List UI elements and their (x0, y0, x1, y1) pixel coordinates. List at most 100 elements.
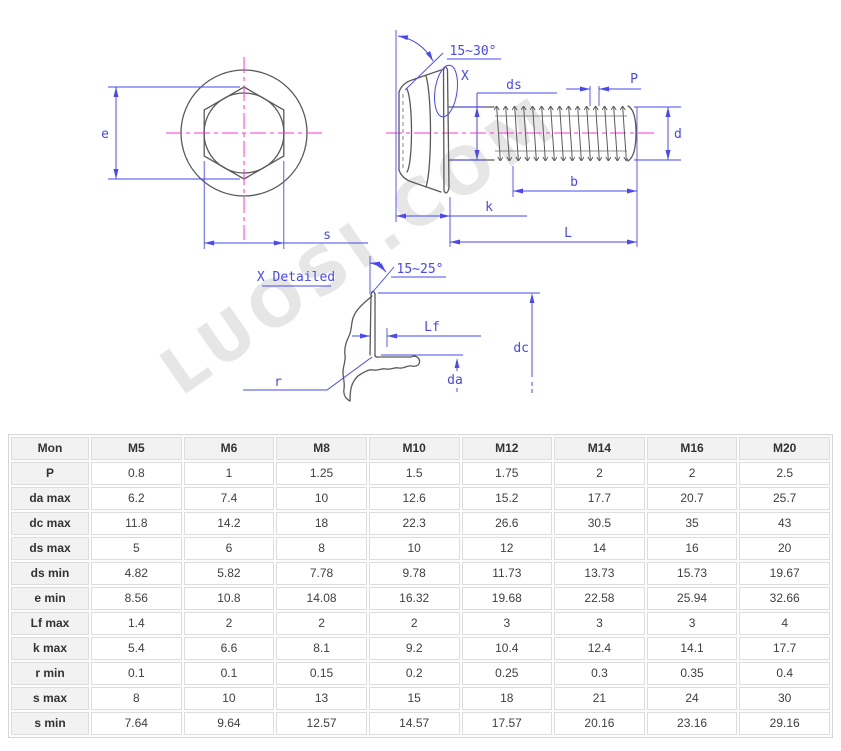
table-cell: 7.4 (183, 487, 275, 510)
table-cell: 20 (739, 537, 830, 560)
table-cell: 12.57 (276, 712, 367, 735)
table-cell: 15.73 (646, 562, 738, 585)
row-label-cell: e min (11, 587, 89, 610)
flange-rim-profile (342, 290, 421, 402)
table-cell: 17.7 (554, 487, 645, 510)
table-cell: 5.82 (183, 562, 275, 585)
table-cell: 16 (646, 537, 738, 560)
table-cell: 0.8 (91, 462, 182, 485)
table-cell: 14.08 (276, 587, 367, 610)
table-cell: 12 (461, 537, 553, 560)
table-cell: 19.67 (739, 562, 830, 585)
dim-label-detail-angle: 15~25° (397, 262, 444, 277)
table-cell: 14.57 (368, 712, 460, 735)
dim-label-b: b (570, 175, 578, 190)
table-cell: 0.1 (183, 662, 275, 685)
table-cell: 14.2 (183, 512, 275, 535)
detail-x-label: X (461, 69, 469, 84)
table-cell: 12.4 (554, 637, 645, 660)
table-cell: 20.7 (646, 487, 738, 510)
dim-label-head-angle: 15~30° (450, 44, 497, 59)
table-cell: 9.2 (368, 637, 460, 660)
table-cell: 8.1 (276, 637, 367, 660)
table-cell: 10.4 (461, 637, 553, 660)
table-cell: 16.32 (368, 587, 460, 610)
table-cell: 17.57 (461, 712, 553, 735)
table-header-cell: M12 (461, 437, 553, 460)
table-cell: 2.5 (739, 462, 830, 485)
table-cell: 6 (183, 537, 275, 560)
row-label-cell: da max (11, 487, 89, 510)
detail-view: X Detailed 15~25° r Lf (243, 256, 540, 402)
table-cell: 43 (739, 512, 830, 535)
table-cell: 0.4 (739, 662, 830, 685)
table-cell: 14.1 (646, 637, 738, 660)
table-cell: 1 (183, 462, 275, 485)
table-cell: 2 (554, 462, 645, 485)
row-label-cell: k max (11, 637, 89, 660)
table-cell: 29.16 (739, 712, 830, 735)
table-cell: 7.64 (91, 712, 182, 735)
table-cell: 30.5 (554, 512, 645, 535)
table-cell: 2 (368, 612, 460, 635)
dim-label-k: k (485, 200, 493, 215)
table-cell: 13.73 (554, 562, 645, 585)
table-cell: 26.6 (461, 512, 553, 535)
detail-title: X Detailed (257, 270, 335, 285)
row-label-cell: P (11, 462, 89, 485)
table-cell: 3 (646, 612, 738, 635)
thread-pattern (494, 106, 628, 161)
row-label-cell: ds max (11, 537, 89, 560)
table-cell: 21 (554, 687, 645, 710)
dim-label-p: P (630, 72, 638, 87)
front-view: e s (101, 57, 368, 249)
table-cell: 2 (276, 612, 367, 635)
dim-label-lf: Lf (424, 320, 440, 335)
table-cell: 8.56 (91, 587, 182, 610)
row-label-cell: r min (11, 662, 89, 685)
table-cell: 0.2 (368, 662, 460, 685)
table-cell: 4 (739, 612, 830, 635)
dim-label-d: d (674, 127, 682, 142)
row-label-cell: Lf max (11, 612, 89, 635)
table-cell: 15 (368, 687, 460, 710)
table-cell: 1.75 (461, 462, 553, 485)
table-cell: 20.16 (554, 712, 645, 735)
row-label-cell: s min (11, 712, 89, 735)
row-label-cell: ds min (11, 562, 89, 585)
table-cell: 2 (646, 462, 738, 485)
table-cell: 0.35 (646, 662, 738, 685)
table-header-cell: M10 (368, 437, 460, 460)
table-cell: 25.7 (739, 487, 830, 510)
table-cell: 24 (646, 687, 738, 710)
table-cell: 9.78 (368, 562, 460, 585)
table-cell: 0.1 (91, 662, 182, 685)
table-cell: 18 (461, 687, 553, 710)
table-cell: 10 (183, 687, 275, 710)
table-cell: 19.68 (461, 587, 553, 610)
table-cell: 4.82 (91, 562, 182, 585)
table-cell: 10.8 (183, 587, 275, 610)
table-cell: 13 (276, 687, 367, 710)
table-cell: 11.8 (91, 512, 182, 535)
table-cell: 23.16 (646, 712, 738, 735)
table-header-cell: M8 (276, 437, 367, 460)
table-cell: 25.94 (646, 587, 738, 610)
bolt-head (398, 66, 450, 194)
table-cell: 10 (368, 537, 460, 560)
detail-x-ellipse (434, 64, 458, 118)
table-cell: 11.73 (461, 562, 553, 585)
technical-drawing: LUOSI.COM e s (101, 30, 682, 410)
table-cell: 6.2 (91, 487, 182, 510)
table-cell: 22.3 (368, 512, 460, 535)
